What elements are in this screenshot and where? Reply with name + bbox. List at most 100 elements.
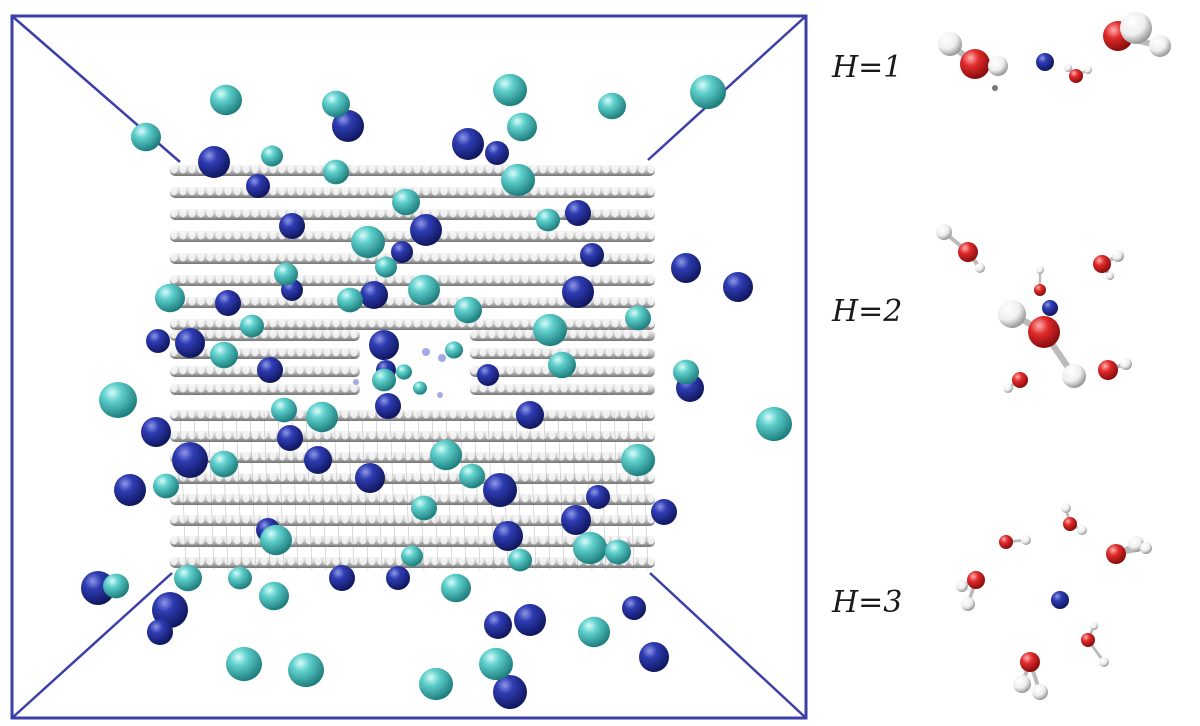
cation-sphere	[410, 214, 442, 246]
anion-sphere	[548, 351, 576, 379]
anion-sphere	[155, 283, 185, 313]
anion-sphere	[419, 667, 453, 701]
cation-sphere	[565, 200, 591, 226]
label-h3: H=3	[832, 585, 903, 620]
cation-sphere	[355, 463, 385, 493]
cation-sphere	[369, 330, 399, 360]
wall-layer	[170, 409, 655, 421]
anion-sphere	[131, 122, 161, 152]
cation-sphere	[561, 505, 591, 535]
cation-sphere	[580, 243, 604, 267]
hydration-shell-h2	[936, 224, 1132, 393]
label-h1: H=1	[832, 50, 903, 85]
anion-sphere	[413, 381, 427, 395]
anion-sphere	[323, 159, 349, 185]
cation-sphere	[277, 425, 303, 451]
cation-sphere	[215, 290, 241, 316]
cation-sphere	[329, 565, 355, 591]
anion-sphere	[508, 548, 532, 572]
cation-sphere	[360, 281, 388, 309]
central-cation	[1051, 591, 1069, 609]
anion-sphere	[210, 341, 238, 369]
anion-sphere	[501, 163, 535, 197]
water-molecule	[1003, 372, 1028, 393]
anion-sphere	[401, 545, 423, 567]
water-molecule	[1064, 64, 1092, 83]
cation-sphere	[516, 401, 544, 429]
anion-sphere	[578, 616, 610, 648]
wall-layer	[170, 493, 655, 505]
anion-sphere	[479, 647, 513, 681]
cation-sphere	[493, 675, 527, 709]
anion-sphere	[103, 573, 129, 599]
cation-sphere	[484, 611, 512, 639]
anion-sphere	[430, 439, 462, 471]
label-h2: H=2	[832, 294, 903, 329]
anion-sphere	[625, 305, 651, 331]
cation-sphere	[141, 417, 171, 447]
anion-sphere	[174, 564, 202, 592]
anion-sphere	[153, 473, 179, 499]
anion-sphere	[375, 256, 397, 278]
water-molecule	[938, 32, 1008, 79]
anion-sphere	[351, 225, 385, 259]
cation-sphere	[257, 357, 283, 383]
anion-sphere	[673, 359, 699, 385]
water-molecule	[956, 571, 985, 611]
anion-sphere	[322, 90, 350, 118]
wall-layer	[170, 186, 655, 198]
cation-sphere	[651, 499, 677, 525]
anion-sphere	[392, 188, 420, 216]
cation-sphere	[514, 604, 546, 636]
anion-sphere	[459, 463, 485, 489]
anion-sphere	[261, 145, 283, 167]
anion-sphere	[408, 274, 440, 306]
cation-sphere	[246, 174, 270, 198]
cation-sphere	[723, 272, 753, 302]
water-molecule	[1093, 250, 1124, 280]
anion-sphere	[396, 364, 412, 380]
water-molecule	[1106, 536, 1152, 564]
anion-sphere	[271, 397, 297, 423]
wall-layer	[170, 164, 655, 176]
anion-sphere	[621, 443, 655, 477]
wall-layer	[170, 365, 655, 377]
cation-sphere	[175, 328, 205, 358]
wall-layer	[170, 472, 655, 484]
water-molecule	[1098, 358, 1132, 380]
water-molecule	[1081, 622, 1109, 667]
anion-sphere	[274, 262, 298, 286]
anion-sphere	[533, 313, 567, 347]
anion-sphere	[259, 581, 289, 611]
anion-sphere	[445, 341, 463, 359]
cation-sphere	[375, 393, 401, 419]
anion-sphere	[756, 406, 792, 442]
anion-sphere	[210, 450, 238, 478]
central-cation	[1042, 300, 1058, 316]
water-molecule	[936, 224, 985, 273]
water-molecule	[999, 535, 1031, 549]
cation-sphere	[485, 141, 509, 165]
cation-sphere	[639, 642, 669, 672]
anion-sphere	[454, 296, 482, 324]
cation-sphere	[483, 473, 517, 507]
water-molecule	[1061, 503, 1087, 535]
anion-sphere	[306, 401, 338, 433]
wall-layer	[170, 347, 655, 359]
cation-sphere	[279, 213, 305, 239]
cation-sphere	[671, 253, 701, 283]
cation-sphere	[147, 619, 173, 645]
anion-sphere	[99, 381, 137, 419]
cation-sphere	[452, 128, 484, 160]
anion-sphere	[573, 531, 607, 565]
cation-sphere	[152, 592, 188, 628]
anion-sphere	[337, 287, 363, 313]
water-molecule	[998, 300, 1086, 388]
cation-sphere	[353, 379, 359, 385]
cation-sphere	[422, 348, 430, 356]
water-molecule	[1034, 266, 1046, 296]
anion-sphere	[507, 112, 537, 142]
cation-sphere	[586, 485, 610, 509]
wall-layer	[170, 451, 655, 463]
